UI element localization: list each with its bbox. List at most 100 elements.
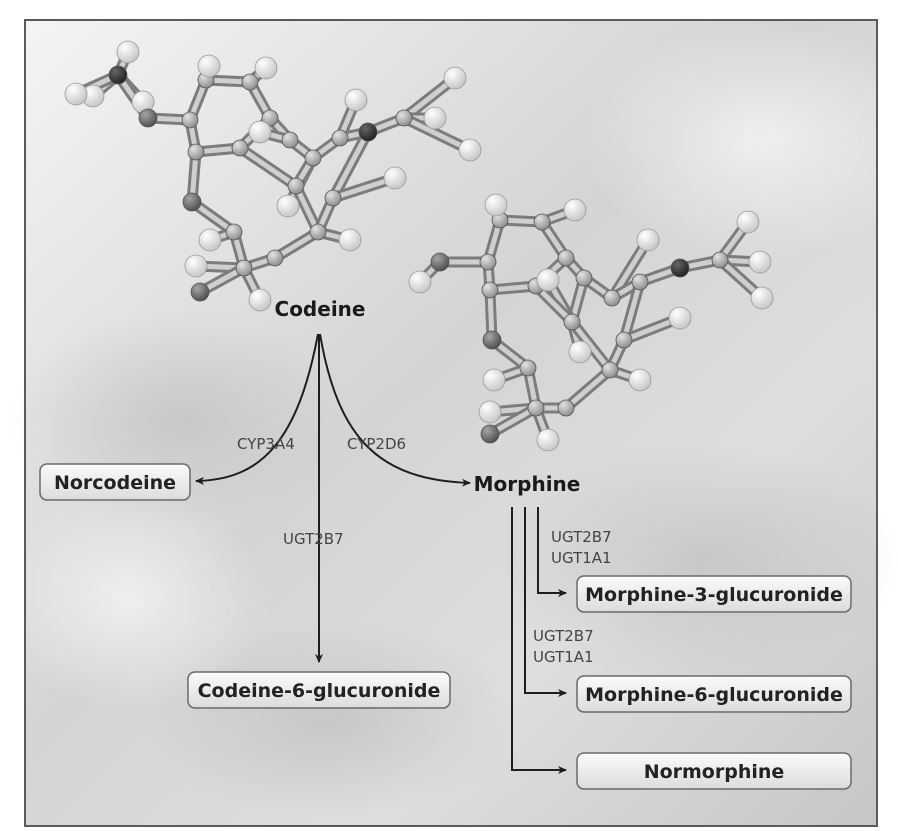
hydrogen-atom (563, 198, 587, 222)
label-normorphine: Normorphine (644, 761, 785, 783)
hydrogen-atom (736, 210, 760, 234)
hydrogen-atom (197, 54, 221, 78)
hydrogen-atom (628, 368, 652, 392)
carbon-atom (181, 111, 199, 129)
hydrogen-atom (443, 66, 467, 90)
metabolite-codeine-6-glucuronide: Codeine-6-glucuronide (187, 671, 451, 709)
arrow-codeine-to-morphine (319, 333, 471, 487)
metabolite-morphine-6-glucuronide: Morphine-6-glucuronide (576, 675, 852, 713)
carbon-atom (575, 269, 593, 287)
carbon-atom (519, 359, 537, 377)
carbon-atom (241, 73, 259, 91)
carbon-atom (603, 289, 621, 307)
molecule-bond-highlight (533, 283, 575, 325)
oxygen-atom (480, 424, 500, 444)
carbon-atom (481, 281, 499, 299)
enzyme-ugt2b7-m6g: UGT2B7 (533, 627, 594, 645)
hydrogen-atom (458, 138, 482, 162)
carbon-atom (557, 399, 575, 417)
label-norcodeine: Norcodeine (54, 472, 176, 494)
nitrogen-atom (358, 122, 378, 142)
molecule-bond-highlight (237, 145, 299, 189)
hydrogen-atom (536, 428, 560, 452)
reaction-arrows (195, 333, 567, 774)
label-codeine-6-glucuronide: Codeine-6-glucuronide (198, 680, 441, 702)
carbon-atom (235, 259, 253, 277)
metabolite-norcodeine: Norcodeine (39, 463, 191, 501)
carbon-atom (631, 273, 649, 291)
carbon-atom (711, 251, 729, 269)
carbon-atom (231, 139, 249, 157)
morphine-molecule-model (408, 193, 774, 452)
carbon-atom (527, 399, 545, 417)
hydrogen-atom (668, 306, 692, 330)
carbon-atom (479, 253, 497, 271)
carbon-atom (601, 361, 619, 379)
hydrogen-atom (344, 88, 368, 112)
molecule-bond-highlight (563, 367, 613, 411)
nitrogen-atom (670, 258, 690, 278)
hydrogen-atom (248, 120, 272, 144)
carbon-atom (281, 131, 299, 149)
arrow-morphine-to-morphine-6-glucuronide (524, 507, 567, 697)
carbon-atom (615, 331, 633, 349)
carbon-atom (309, 223, 327, 241)
oxygen-atom (430, 252, 450, 272)
oxygen-atom (190, 282, 210, 302)
label-morphine: Morphine (474, 472, 581, 496)
enzyme-ugt2b7-codeine: UGT2B7 (283, 530, 344, 548)
oxygen-atom (182, 192, 202, 212)
hydrogen-atom (482, 368, 506, 392)
enzyme-ugt1a1-m6g: UGT1A1 (533, 648, 594, 666)
label-morphine-6-glucuronide: Morphine-6-glucuronide (585, 684, 843, 706)
carbon-atom (304, 149, 322, 167)
carbon-atom (266, 249, 284, 267)
hydrogen-atom (248, 288, 272, 312)
hydrogen-atom (254, 56, 278, 80)
molecule-bond-highlight (401, 115, 473, 153)
carbon-atom (563, 313, 581, 331)
enzyme-ugt2b7-m3g: UGT2B7 (551, 528, 612, 546)
codeine-molecule-model (64, 40, 482, 312)
carbon-atom (331, 129, 349, 147)
carbon-atom (533, 213, 551, 231)
codeine-atoms (64, 40, 482, 312)
hydrogen-atom (198, 228, 222, 252)
carbon-atom (261, 109, 279, 127)
hydrogen-atom (184, 254, 208, 278)
hydrogen-atom (750, 286, 774, 310)
enzyme-cyp2d6: CYP2D6 (347, 435, 406, 453)
metabolite-normorphine: Normorphine (576, 752, 852, 790)
hydrogen-atom (64, 82, 88, 106)
morphine-atoms (408, 193, 774, 452)
hydrogen-atom (636, 228, 660, 252)
oxygen-atom (482, 330, 502, 350)
hydrogen-atom (568, 340, 592, 364)
carbon-atom (225, 223, 243, 241)
carbon-atom (287, 177, 305, 195)
carbon-atom (395, 109, 413, 127)
hydrogen-atom (478, 400, 502, 424)
hydrogen-atom (338, 228, 362, 252)
enzyme-ugt1a1-m3g: UGT1A1 (551, 549, 612, 567)
nitrogen-atom (108, 65, 128, 85)
label-morphine-3-glucuronide: Morphine-3-glucuronide (585, 584, 843, 606)
arrow-codeine-to-norcodeine (195, 333, 319, 485)
enzyme-labels: CYP3A4 CYP2D6 UGT2B7 UGT2B7 UGT1A1 UGT2B… (237, 435, 612, 666)
hydrogen-atom (484, 193, 508, 217)
hydrogen-atom (748, 250, 772, 274)
hydrogen-atom (383, 166, 407, 190)
label-codeine: Codeine (275, 297, 366, 321)
molecule-bond-highlight (293, 183, 321, 235)
hydrogen-atom (116, 40, 140, 64)
oxygen-atom (138, 108, 158, 128)
metabolite-morphine-3-glucuronide: Morphine-3-glucuronide (576, 575, 852, 613)
molecule-bond-highlight (569, 319, 613, 373)
carbon-atom (187, 143, 205, 161)
molecule-bond-highlight (621, 279, 643, 343)
molecule-bond-highlight (330, 129, 371, 201)
enzyme-cyp3a4: CYP3A4 (237, 435, 295, 453)
parent-compound-labels: Codeine Morphine (275, 297, 581, 496)
carbon-atom (324, 189, 342, 207)
